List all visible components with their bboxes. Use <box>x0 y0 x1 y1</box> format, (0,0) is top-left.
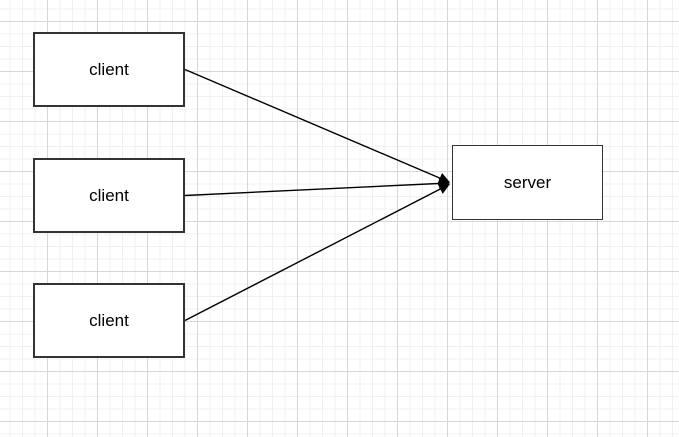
node-client-2-label: client <box>89 186 129 205</box>
node-server[interactable]: server <box>452 145 603 220</box>
edge-client3-server[interactable] <box>184 183 450 322</box>
node-client-3[interactable]: client <box>33 283 185 358</box>
node-client-1[interactable]: client <box>33 32 185 107</box>
node-client-2[interactable]: client <box>33 158 185 233</box>
node-client-3-label: client <box>89 311 129 330</box>
node-server-label: server <box>503 173 552 192</box>
edge-client1-server[interactable] <box>184 68 451 184</box>
node-client-1-label: client <box>89 60 129 79</box>
edge-client2-server[interactable] <box>184 177 451 197</box>
